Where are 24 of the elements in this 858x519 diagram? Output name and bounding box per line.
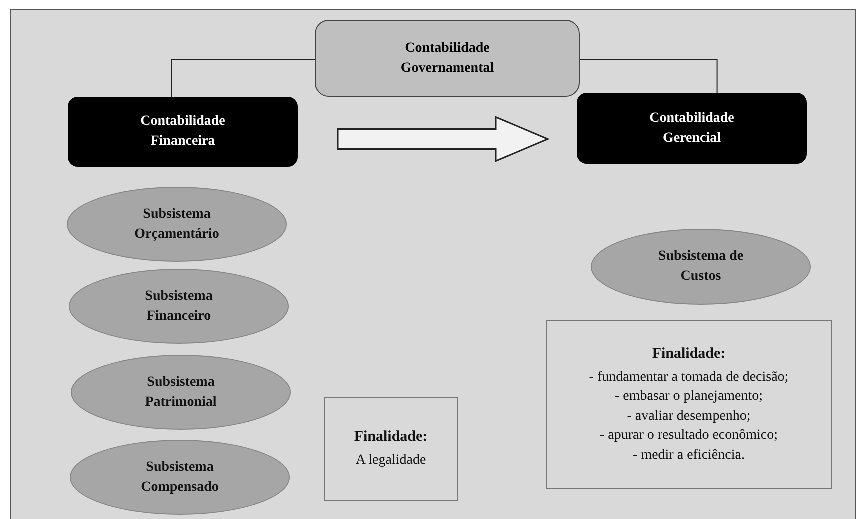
node-label: Contabilidade Financeira bbox=[140, 113, 226, 151]
text-box bbox=[324, 397, 458, 501]
block-arrow bbox=[337, 116, 550, 162]
node-label: Subsistema de Custos bbox=[657, 248, 745, 286]
note-text: - fundamentar a tomada de decisão; bbox=[589, 368, 789, 387]
node-label: Subsistema Patrimonial bbox=[144, 374, 218, 412]
note-text: - avaliar desempenho; bbox=[627, 408, 751, 426]
note-text: - apurar o resultado econômico; bbox=[600, 427, 778, 446]
node-label: Contabilidade Gerencial bbox=[648, 110, 736, 148]
rounded-box bbox=[315, 20, 580, 97]
note-heading: Finalidade: bbox=[652, 344, 726, 364]
note-text: - embasar o planejamento; bbox=[614, 388, 764, 406]
note-text: A legalidade bbox=[356, 452, 426, 470]
connector-line bbox=[580, 60, 718, 94]
text-box bbox=[546, 320, 832, 489]
node-label: Subsistema Financeiro bbox=[144, 288, 214, 326]
node-label: Subsistema Orçamentário bbox=[134, 206, 220, 244]
note-text: - medir a eficiência. bbox=[633, 446, 745, 465]
note-heading: Finalidade: bbox=[354, 428, 428, 448]
node-label: Contabilidade Governamental bbox=[400, 40, 496, 78]
rounded-box bbox=[577, 93, 807, 164]
rounded-box bbox=[68, 97, 298, 167]
node-label: Subsistema Compensado bbox=[140, 458, 220, 496]
connector-line bbox=[171, 60, 316, 98]
